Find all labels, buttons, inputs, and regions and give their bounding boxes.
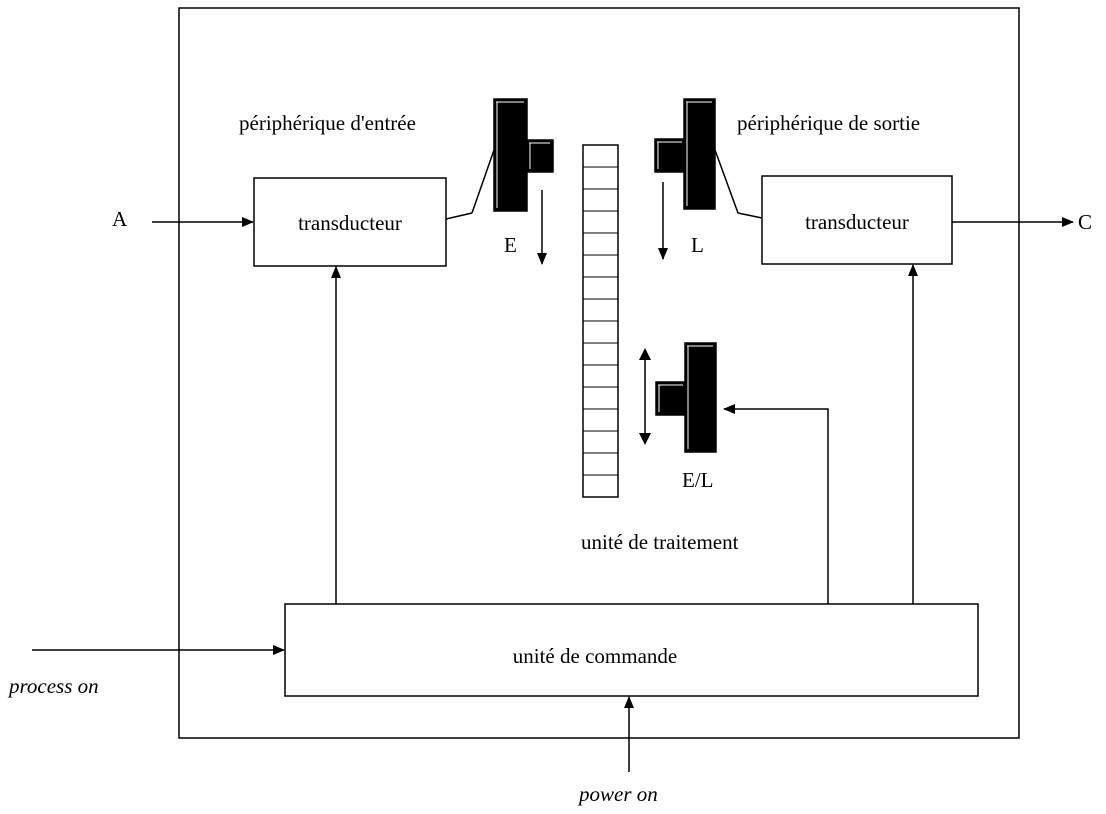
output-transducer-box: transducteur bbox=[761, 175, 953, 265]
process-on-label: process on bbox=[7, 674, 99, 698]
memory-tape bbox=[582, 144, 619, 498]
input-peripheral-label: périphérique d'entrée bbox=[239, 111, 416, 135]
input-transducer-label: transducteur bbox=[298, 211, 402, 235]
read-write-head bbox=[655, 342, 717, 453]
input-signal-label: A bbox=[112, 207, 128, 231]
read-head-link bbox=[445, 212, 473, 220]
control-unit-box: unité de commande bbox=[284, 603, 979, 697]
control-to-rw-head bbox=[723, 404, 829, 604]
control-unit-label: unité de commande bbox=[513, 644, 677, 668]
output-signal-label: C bbox=[1078, 210, 1092, 234]
write-head-label: L bbox=[691, 233, 704, 257]
output-peripheral-label: périphérique de sortie bbox=[737, 111, 920, 135]
input-transducer-box: transducteur bbox=[253, 177, 447, 267]
read-head-link bbox=[471, 149, 495, 214]
write-head-link bbox=[737, 212, 763, 219]
write-head-link bbox=[714, 149, 739, 214]
processing-unit-label: unité de traitement bbox=[581, 530, 739, 554]
read-head-label: E bbox=[504, 233, 517, 257]
bidirectional-arrow bbox=[639, 348, 651, 445]
machine-frame bbox=[178, 7, 1020, 739]
power-on-label: power on bbox=[577, 782, 658, 806]
read-write-head-label: E/L bbox=[682, 468, 714, 492]
write-head bbox=[654, 98, 716, 210]
read-head bbox=[493, 98, 554, 212]
output-transducer-label: transducteur bbox=[805, 210, 909, 234]
